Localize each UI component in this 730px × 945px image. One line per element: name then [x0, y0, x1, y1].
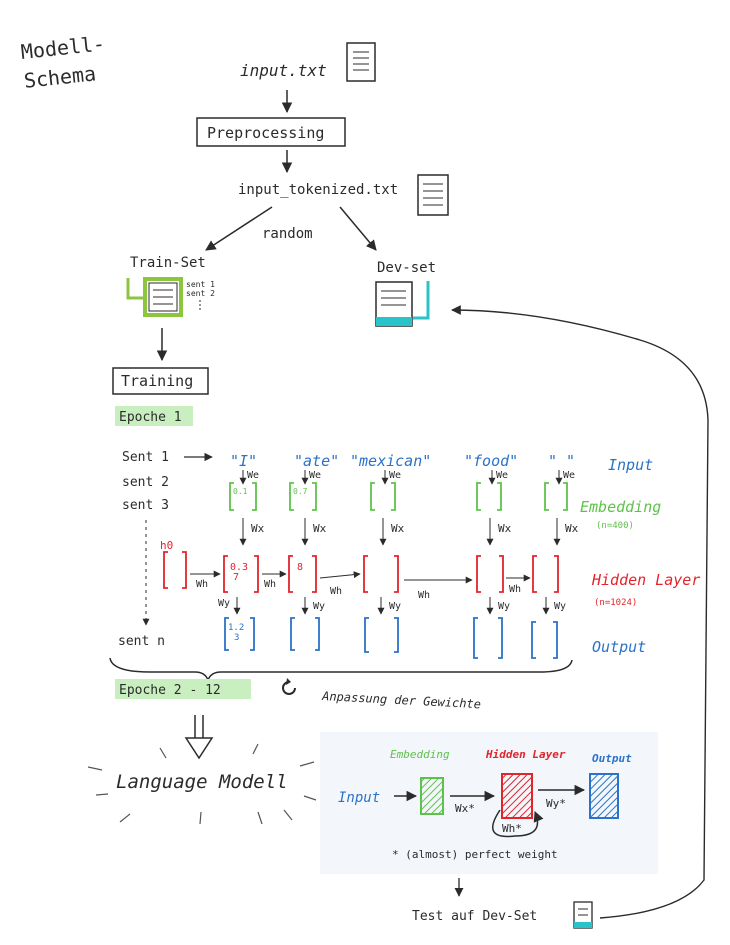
input-layer-label: Input [608, 456, 653, 474]
training-box [112, 367, 209, 395]
svg-text:Wx: Wx [565, 522, 579, 535]
embedding-value: 0.1 [233, 487, 248, 496]
svg-text:Wh: Wh [509, 584, 521, 595]
wy-arrows: Wy Wy Wy Wy Wy [218, 597, 566, 615]
svg-text:Wy: Wy [389, 601, 401, 612]
tokenized-file-label: input_tokenized.txt [238, 182, 398, 198]
preprocessing-label: Preprocessing [207, 124, 324, 142]
legend-wh-label: Wh* [502, 822, 522, 835]
legend-hidden-label: Hidden Layer [485, 748, 566, 761]
epoche-1-label: Epoche 1 [119, 410, 182, 425]
train-set-label: Train-Set [130, 255, 206, 271]
word-token: "ate" [294, 452, 339, 470]
word-token: "food" [464, 452, 518, 470]
svg-text:Wy: Wy [218, 598, 230, 609]
svg-text:Wx: Wx [313, 522, 327, 535]
sentence-label: sent 2 [122, 475, 169, 490]
hidden-size-label: (n=1024) [594, 598, 637, 608]
svg-text:We: We [309, 470, 321, 481]
output-value: 1.2 [228, 623, 244, 633]
h0-label: h0 [160, 539, 173, 552]
dev-set-icon [375, 281, 430, 327]
svg-text:Wx: Wx [251, 522, 265, 535]
anpassung-label: Anpassung der Gewichte [321, 689, 481, 711]
hidden-value: 0.3 [230, 562, 248, 573]
test-label: Test auf Dev-Set [412, 909, 537, 924]
train-set-icon [126, 277, 183, 317]
feedback-loop-arrow [451, 305, 709, 919]
output-layer-label: Output [592, 638, 646, 656]
legend-embedding-label: Embedding [390, 748, 450, 761]
hidden-value: 8 [297, 562, 303, 573]
title-line-1: Modell- [20, 31, 106, 64]
refresh-icon [282, 678, 296, 695]
epoche-rest-label: Epoche 2 - 12 [119, 683, 221, 698]
legend-hidden-box [501, 773, 533, 819]
epoch-brace [109, 657, 573, 683]
svg-text:Wy: Wy [554, 601, 566, 612]
svg-text:We: We [563, 470, 575, 481]
svg-text:We: We [496, 470, 508, 481]
svg-text:Wy: Wy [313, 601, 325, 612]
document-icon [346, 42, 376, 82]
arrow-to-dev-set [339, 206, 377, 251]
legend-embedding-box [420, 777, 444, 815]
hidden-layer-label: Hidden Layer [591, 571, 700, 589]
output-vectors [224, 617, 558, 659]
svg-text:Wh: Wh [264, 579, 276, 590]
sentence-label: sent 3 [122, 498, 169, 513]
svg-text:We: We [247, 470, 259, 481]
input-file-label: input.txt [240, 61, 327, 80]
svg-text:Wx: Wx [498, 522, 512, 535]
embedding-vectors [229, 482, 568, 511]
train-sent-1: sent 1 [186, 280, 215, 289]
legend-input-label: Input [338, 790, 380, 806]
legend-recurrent-arrow [491, 809, 544, 838]
svg-text:Wh: Wh [418, 590, 430, 601]
we-arrows: We We We We We [239, 470, 575, 485]
output-value: 3 [234, 633, 239, 643]
title-line-2: Schema [23, 61, 97, 92]
language-model-label: Language Modell [116, 771, 288, 793]
sentence-label: Sent 1 [122, 450, 169, 465]
preprocessing-box [196, 117, 346, 147]
svg-text:Wy: Wy [498, 601, 510, 612]
legend-output-label: Output [592, 752, 632, 765]
embedding-value: 0.7 [293, 487, 308, 496]
train-sent-2: sent 2 [186, 289, 215, 298]
document-icon [417, 174, 449, 216]
epoche-1-highlight [115, 406, 193, 426]
arrow-to-train-set [205, 206, 273, 251]
svg-text:Wh: Wh [196, 579, 208, 590]
legend-note: * (almost) perfect weight [392, 848, 558, 861]
dev-set-icon [573, 901, 593, 929]
wh-arrows: Wh Wh Wh Wh Wh [190, 570, 531, 601]
sentence-label: sent n [118, 634, 165, 649]
legend-output-box [589, 773, 619, 819]
epoche-rest-highlight [115, 679, 251, 699]
word-token: "I" [230, 452, 257, 470]
legend-wy-label: Wy* [546, 797, 566, 810]
dev-set-label: Dev-set [377, 260, 436, 276]
svg-text:We: We [389, 470, 401, 481]
double-arrow-icon [184, 715, 214, 760]
hidden-vectors [163, 551, 559, 593]
embedding-layer-label: Embedding [580, 498, 661, 516]
random-label: random [262, 226, 313, 242]
word-token: "mexican" [350, 452, 431, 470]
wx-arrows: Wx Wx Wx Wx Wx [239, 518, 579, 546]
diagram-title: Modell- Schema [20, 31, 106, 93]
radiance-strokes [87, 743, 317, 825]
svg-text:Wx: Wx [391, 522, 405, 535]
word-token: " " [548, 452, 575, 470]
svg-text:Wh: Wh [330, 586, 342, 597]
legend-wx-label: Wx* [455, 802, 475, 815]
embedding-size-label: (n=400) [596, 521, 634, 531]
training-label: Training [121, 372, 193, 390]
hidden-value: 7 [233, 572, 239, 583]
